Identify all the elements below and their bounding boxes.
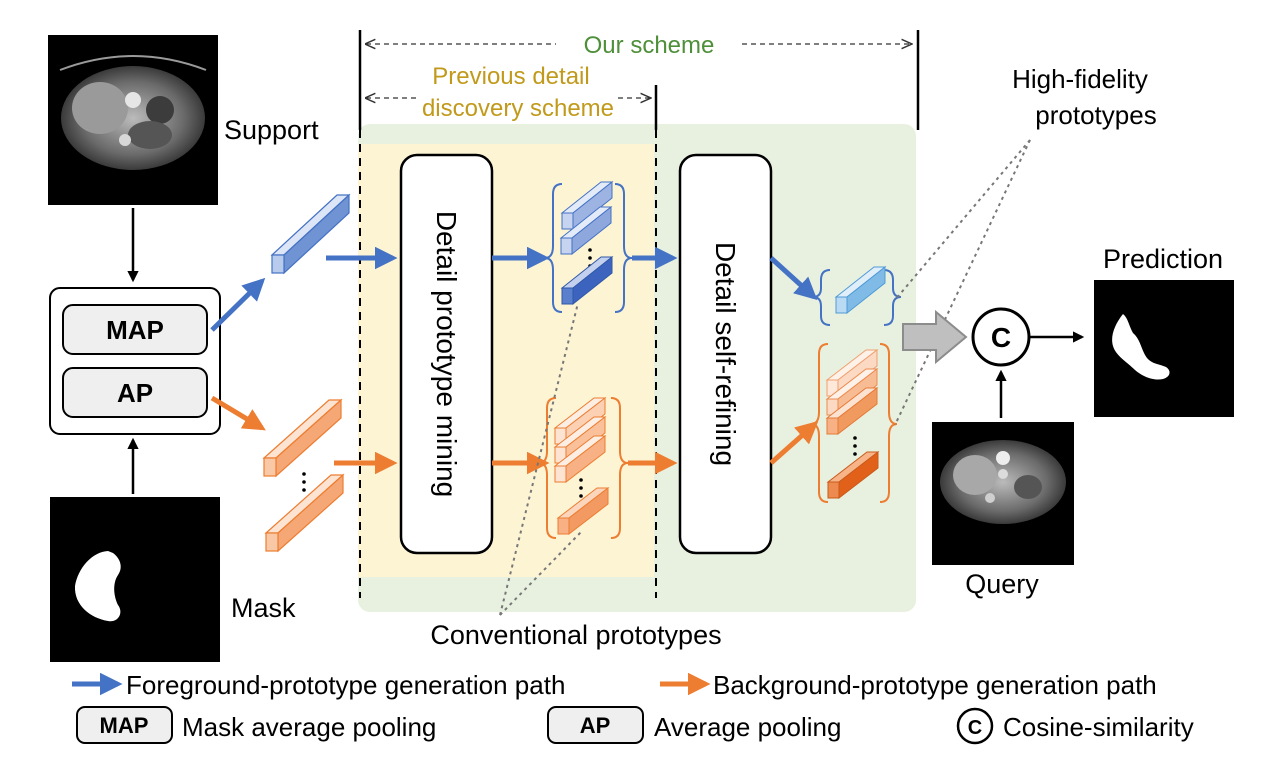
refining-to-hf-fg-arrow <box>769 256 818 301</box>
support-mask-image <box>50 497 220 662</box>
legend: Foreground-prototype generation path Bac… <box>72 670 1194 745</box>
ap-to-bg-prototypes-arrow <box>210 395 266 431</box>
legend-fg-label: Foreground-prototype generation path <box>126 670 565 700</box>
legend-map-key <box>76 706 173 744</box>
prototypes-to-similarity-arrow <box>902 309 968 365</box>
previous-scheme-label-2: discovery scheme <box>422 95 614 122</box>
previous-scheme-label-1: Previous detail <box>432 63 589 90</box>
our-scheme-label: Our scheme <box>584 32 715 59</box>
high-fidelity-fg-prototype <box>812 265 902 326</box>
mask-label: Mask <box>231 593 296 623</box>
cosine-similarity-symbol: C <box>991 322 1011 353</box>
support-label: Support <box>224 115 319 145</box>
cosine-similarity-node <box>971 307 1031 367</box>
map-block-label: MAP <box>106 315 164 345</box>
legend-ap-key-label: AP <box>580 713 611 738</box>
high-fidelity-label-1: High-fidelity <box>1012 64 1148 94</box>
high-fidelity-bg-prototypes <box>810 343 898 503</box>
ap-block <box>62 367 208 418</box>
legend-bg-label: Background-prototype generation path <box>713 670 1157 700</box>
high-fidelity-label-2: prototypes <box>1035 100 1156 130</box>
refining-to-hf-bg-arrow <box>769 421 819 465</box>
conventional-fg-prototypes <box>544 180 633 313</box>
legend-ap-desc: Average pooling <box>654 712 841 742</box>
legend-map-desc: Mask average pooling <box>182 712 436 742</box>
initial-bg-prototypes <box>262 398 345 553</box>
map-block <box>62 304 208 355</box>
map-to-fg-prototype-arrow <box>210 277 266 332</box>
support-ct-image <box>48 35 218 205</box>
ap-block-label: AP <box>117 378 153 408</box>
conventional-prototype-leaders <box>499 302 584 616</box>
legend-c-key <box>956 707 994 745</box>
legend-c-desc: Cosine-similarity <box>1003 712 1194 742</box>
query-ct-image <box>932 422 1074 565</box>
prediction-mask-image <box>1094 280 1234 417</box>
detail-self-refining-block <box>678 153 773 555</box>
legend-map-key-label: MAP <box>100 713 149 738</box>
detail-prototype-mining-label: Detail prototype mining <box>431 211 462 497</box>
prediction-label: Prediction <box>1103 244 1223 274</box>
legend-c-key-label: C <box>968 717 982 739</box>
initial-fg-prototype <box>270 193 351 275</box>
detail-prototype-mining-block <box>399 153 494 555</box>
legend-ap-key <box>547 706 644 744</box>
conventional-prototypes-label: Conventional prototypes <box>430 620 721 650</box>
detail-self-refining-label: Detail self-refining <box>710 242 741 466</box>
query-label: Query <box>965 569 1039 599</box>
